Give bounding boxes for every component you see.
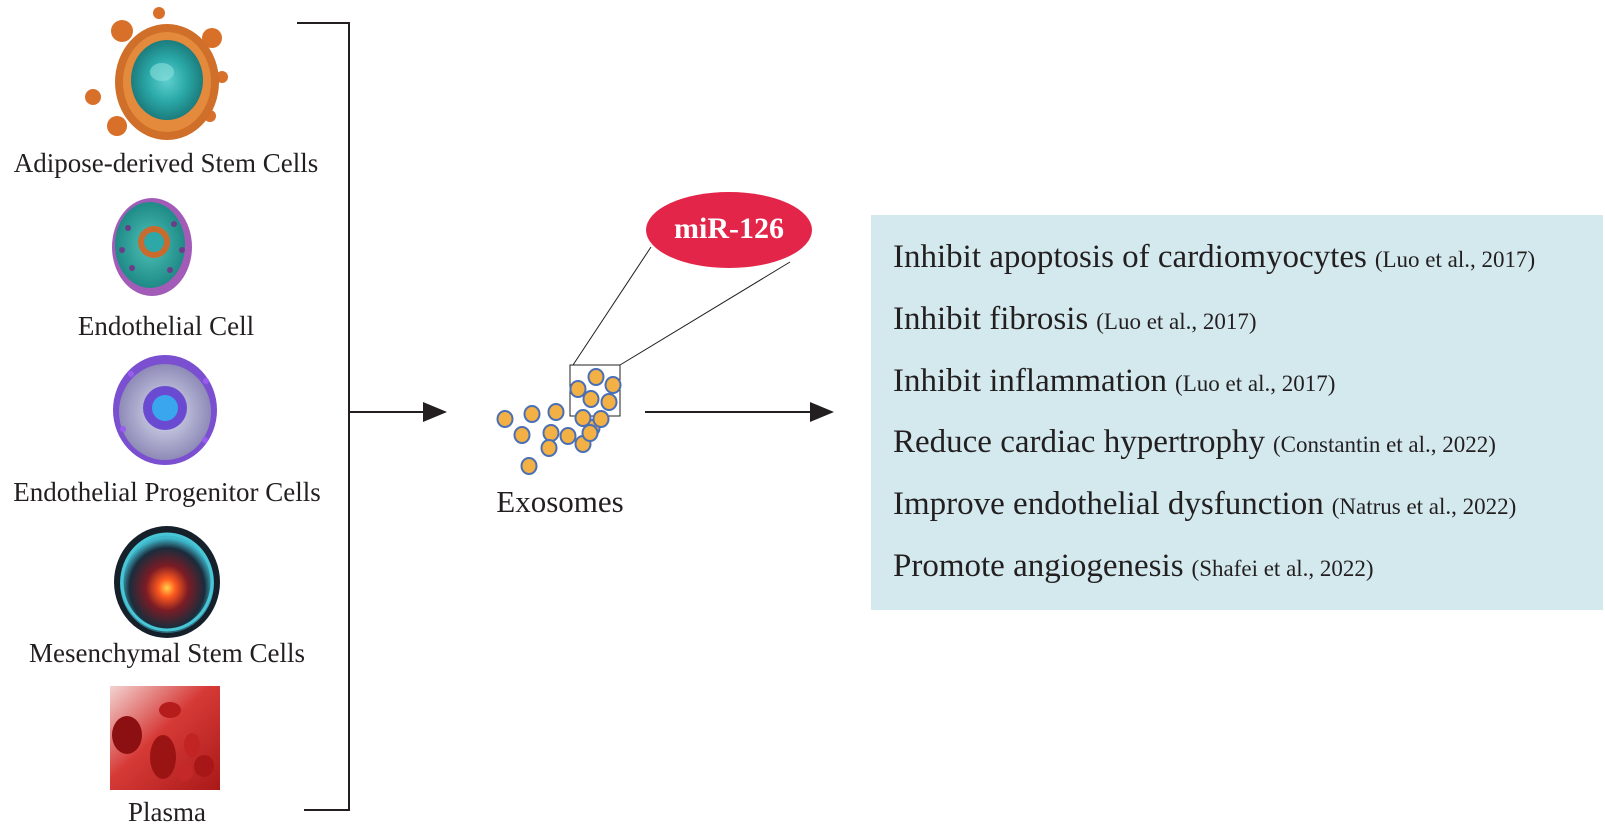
effect-item: Improve endothelial dysfunction (Natrus e… [893, 486, 1516, 523]
source-label-plasma: Plasma [128, 797, 206, 827]
exosome-particle [582, 390, 600, 408]
effect-item: Inhibit fibrosis (Luo et al., 2017) [893, 301, 1257, 338]
exosome-particle [574, 409, 592, 427]
effect-text: Inhibit fibrosis [893, 301, 1089, 337]
mirna-ellipse [646, 192, 812, 268]
source-label-epc: Endothelial Progenitor Cells [13, 477, 321, 507]
adipose-stem-cell-icon [85, 7, 228, 140]
effect-item: Inhibit apoptosis of cardiomyocytes (Luo … [893, 239, 1535, 276]
exosome-particle [581, 424, 599, 442]
zoom-line-left [572, 246, 652, 366]
plasma-blood-vessel-icon [110, 686, 220, 790]
effect-citation: (Luo et al., 2017) [1374, 247, 1536, 272]
effect-text: Inhibit apoptosis of cardiomyocytes [893, 239, 1367, 275]
effects-panel: Inhibit apoptosis of cardiomyocytes (Luo … [871, 215, 1603, 610]
effect-text: Improve endothelial dysfunction [893, 486, 1324, 522]
source-label-endothelial: Endothelial Cell [77, 311, 255, 341]
source-label-adipose: Adipose-derived Stem Cells [13, 148, 319, 178]
effect-citation: (Luo et al., 2017) [1175, 371, 1336, 396]
exosome-particle [513, 426, 531, 444]
endothelial-progenitor-cell-icon [113, 355, 217, 465]
zoom-line-right [619, 261, 791, 366]
effect-text: Promote angiogenesis [893, 548, 1184, 584]
source-bracket [297, 22, 350, 811]
effect-citation: (Luo et al., 2017) [1096, 309, 1257, 334]
exosome-particle [604, 376, 622, 394]
effect-text: Reduce cardiac hypertrophy [893, 424, 1265, 460]
effect-citation: (Shafei et al., 2022) [1191, 556, 1374, 581]
exosome-particle [520, 457, 538, 475]
endothelial-cell-icon [112, 198, 192, 296]
effect-text: Inhibit inflammation [893, 363, 1168, 399]
exosome-particle [540, 439, 558, 457]
mesenchymal-stem-cell-icon [114, 526, 220, 638]
exosome-cluster [496, 368, 622, 475]
effect-item: Reduce cardiac hypertrophy (Constantin et… [893, 424, 1496, 461]
exosome-particle [569, 380, 587, 398]
exosome-particle [592, 410, 610, 428]
exosome-particle [523, 405, 541, 423]
exosome-particle [547, 403, 565, 421]
exosomes-label: Exosomes [496, 484, 624, 519]
source-label-msc: Mesenchymal Stem Cells [29, 638, 305, 668]
effect-citation: (Natrus et al., 2022) [1331, 494, 1517, 519]
exosome-particle [600, 393, 618, 411]
exosome-particle [496, 410, 514, 428]
mirna-label: miR-126 [674, 212, 784, 245]
effect-item: Inhibit inflammation (Luo et al., 2017) [893, 363, 1335, 400]
exosome-particle [587, 368, 605, 386]
effect-item: Promote angiogenesis (Shafei et al., 2022… [893, 548, 1374, 585]
exosome-particle [542, 424, 560, 442]
exosome-particle [559, 427, 577, 445]
effect-citation: (Constantin et al., 2022) [1273, 432, 1496, 457]
